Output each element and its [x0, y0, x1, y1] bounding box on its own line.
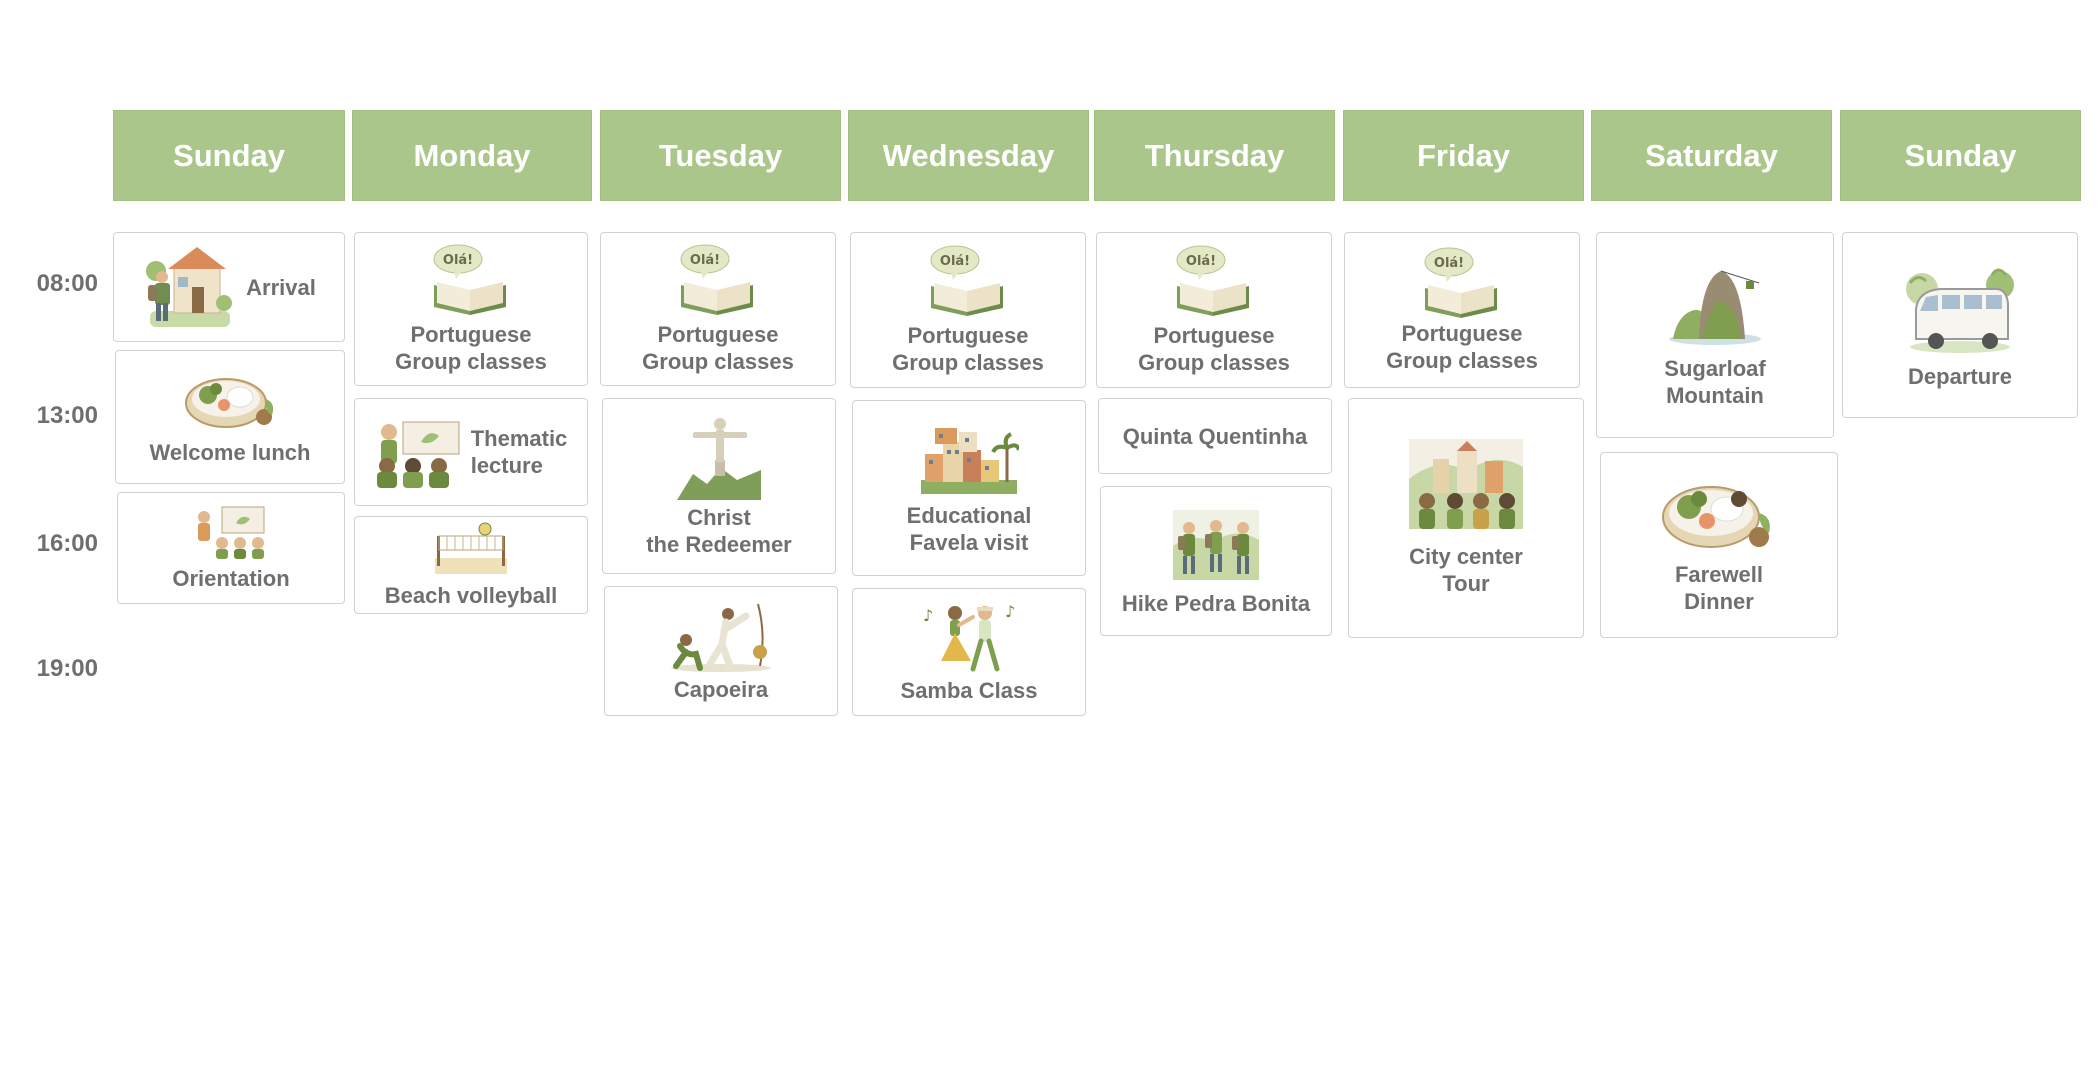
activity-quinta-quentinha[interactable]: Quinta Quentinha: [1098, 398, 1332, 474]
activity-sugarloaf-mountain[interactable]: Sugarloaf Mountain: [1596, 232, 1834, 438]
lecture-icon: [376, 421, 460, 488]
speech-bubble-text: Olá!: [443, 253, 473, 268]
activity-label: Samba Class: [900, 677, 1038, 703]
favela-houses-icon: [921, 428, 1019, 494]
activity-label: Beach volleyball: [384, 582, 558, 608]
activity-farewell-dinner[interactable]: Farewell Dinner: [1600, 452, 1838, 638]
activity-favela-visit[interactable]: Educational Favela visit: [852, 400, 1086, 576]
activity-portuguese-monday[interactable]: Olá! Portuguese Group classes: [354, 232, 588, 386]
volleyball-net-icon: [435, 522, 507, 574]
activity-label: Portuguese Group classes: [395, 322, 547, 374]
activity-welcome-lunch[interactable]: Welcome lunch: [115, 350, 345, 484]
capoeira-icon: [671, 603, 771, 672]
activity-label: Quinta Quentinha: [1122, 423, 1308, 449]
activity-label: Welcome lunch: [149, 439, 311, 465]
day-header-sunday: Sunday: [113, 110, 345, 201]
activity-departure[interactable]: Departure: [1842, 232, 2078, 418]
activity-label: Portuguese Group classes: [1138, 323, 1290, 375]
activity-label: Portuguese Group classes: [1386, 321, 1538, 373]
open-book-ola-icon: Olá!: [930, 245, 1003, 316]
activity-label: Portuguese Group classes: [892, 323, 1044, 375]
day-header-monday: Monday: [352, 110, 592, 201]
activity-portuguese-friday[interactable]: Olá! Portuguese Group classes: [1344, 232, 1580, 388]
speech-bubble-text: Olá!: [940, 254, 970, 269]
activity-portuguese-tuesday[interactable]: Olá! Portuguese Group classes: [600, 232, 836, 386]
activity-city-center-tour[interactable]: City center Tour: [1348, 398, 1584, 638]
activity-label: Farewell Dinner: [1674, 562, 1764, 614]
activity-arrival[interactable]: Arrival: [113, 232, 345, 342]
activity-label: Hike Pedra Bonita: [1121, 590, 1311, 616]
christ-redeemer-icon: [677, 418, 761, 500]
svg-text:♪: ♪: [923, 606, 933, 625]
sugarloaf-icon: [1669, 270, 1761, 345]
day-header-friday: Friday: [1343, 110, 1584, 201]
activity-label: Portuguese Group classes: [642, 322, 794, 374]
activity-orientation[interactable]: Orientation: [117, 492, 345, 604]
open-book-ola-icon: Olá!: [1176, 245, 1249, 316]
activity-label: Educational Favela visit: [906, 503, 1032, 555]
time-label-1600: 16:00: [36, 530, 98, 557]
day-header-sunday-last: Sunday: [1840, 110, 2081, 201]
activity-samba-class[interactable]: ♪ ♪ Samba Class: [852, 588, 1086, 716]
speech-bubble-text: Olá!: [690, 253, 720, 268]
activity-label: Sugarloaf Mountain: [1664, 356, 1766, 408]
activity-label: Capoeira: [673, 676, 769, 702]
van-icon: [1906, 268, 2014, 353]
activity-capoeira[interactable]: Capoeira: [604, 586, 838, 716]
speech-bubble-text: Olá!: [1434, 256, 1464, 271]
city-tour-icon: [1409, 439, 1523, 529]
activity-label: Arrival: [246, 274, 316, 300]
svg-text:♪: ♪: [1005, 602, 1015, 621]
activity-label: Thematic lecture: [470, 426, 568, 478]
activity-hike-pedra-bonita[interactable]: Hike Pedra Bonita: [1100, 486, 1332, 636]
activity-thematic-lecture[interactable]: Thematic lecture: [354, 398, 588, 506]
classroom-icon: [198, 506, 265, 559]
day-header-saturday: Saturday: [1591, 110, 1832, 201]
day-header-tuesday: Tuesday: [600, 110, 841, 201]
open-book-ola-icon: Olá!: [680, 244, 753, 315]
activity-label: City center Tour: [1409, 544, 1523, 596]
samba-dancers-icon: ♪ ♪: [923, 602, 1015, 671]
day-header-thursday: Thursday: [1094, 110, 1335, 201]
day-header-wednesday: Wednesday: [848, 110, 1089, 201]
time-label-1300: 13:00: [36, 402, 98, 429]
open-book-ola-icon: Olá!: [1424, 247, 1497, 318]
activity-portuguese-wednesday[interactable]: Olá! Portuguese Group classes: [850, 232, 1086, 388]
activity-label: Christ the Redeemer: [646, 505, 792, 557]
food-bowl-icon: [185, 377, 274, 428]
hikers-icon: [1173, 509, 1259, 580]
activity-portuguese-thursday[interactable]: Olá! Portuguese Group classes: [1096, 232, 1332, 388]
time-label-0800: 08:00: [36, 270, 98, 297]
speech-bubble-text: Olá!: [1186, 254, 1216, 269]
house-traveler-icon: [146, 247, 233, 327]
time-label-1900: 19:00: [36, 655, 98, 682]
food-bowl-icon: [1662, 486, 1770, 548]
open-book-ola-icon: Olá!: [433, 244, 506, 315]
activity-label: Departure: [1908, 363, 2012, 389]
activity-beach-volleyball[interactable]: Beach volleyball: [354, 516, 588, 614]
activity-label: Orientation: [172, 565, 290, 591]
activity-christ-redeemer[interactable]: Christ the Redeemer: [602, 398, 836, 574]
